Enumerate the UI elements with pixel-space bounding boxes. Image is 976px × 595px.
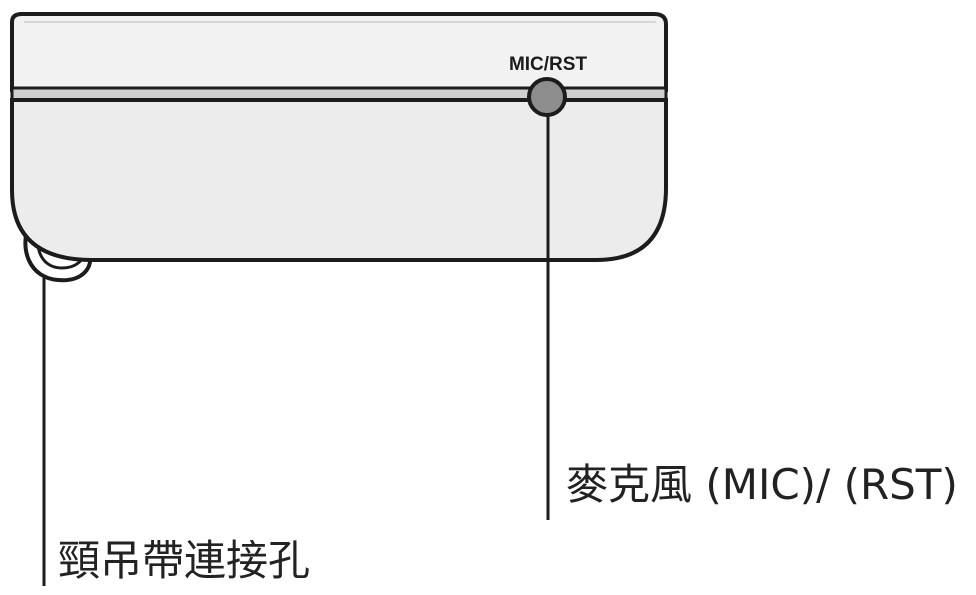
strap-ring: [23, 219, 93, 283]
mic-reset-callout: 麥克風 (MIC)/ (RST): [566, 464, 958, 506]
strap-hole-callout: 頸吊帶連接孔: [58, 540, 310, 582]
mic-reset-callout-text: 麥克風 (MIC)/ (RST): [566, 460, 958, 509]
mic-reset-hole: [527, 77, 567, 117]
device-top-panel: [10, 12, 668, 92]
device-body: [10, 98, 668, 262]
port-label: MIC/RST: [509, 54, 588, 75]
strap-hole-callout-text: 頸吊帶連接孔: [58, 536, 311, 585]
